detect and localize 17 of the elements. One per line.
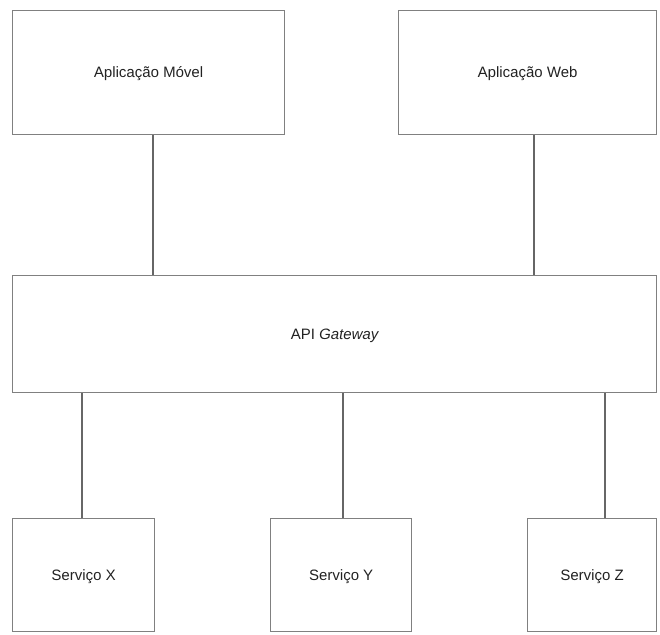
box-label: Serviço Y: [309, 566, 373, 584]
connector-line: [533, 135, 535, 275]
connector-line: [81, 393, 83, 518]
box-label: Aplicação Web: [478, 64, 578, 81]
component-box: [12, 275, 657, 393]
component-box: [12, 518, 155, 632]
connector-line: [342, 393, 344, 518]
connector-line: [152, 135, 154, 275]
component-box: [270, 518, 412, 632]
component-box: [12, 10, 285, 135]
box-label: API Gateway: [290, 326, 378, 342]
component-box: [527, 518, 657, 632]
component-box: [398, 10, 657, 135]
box-label: Serviço X: [51, 566, 116, 584]
box-label: Serviço Z: [560, 566, 624, 584]
box-label: Aplicação Móvel: [94, 64, 204, 81]
connector-line: [604, 393, 606, 518]
